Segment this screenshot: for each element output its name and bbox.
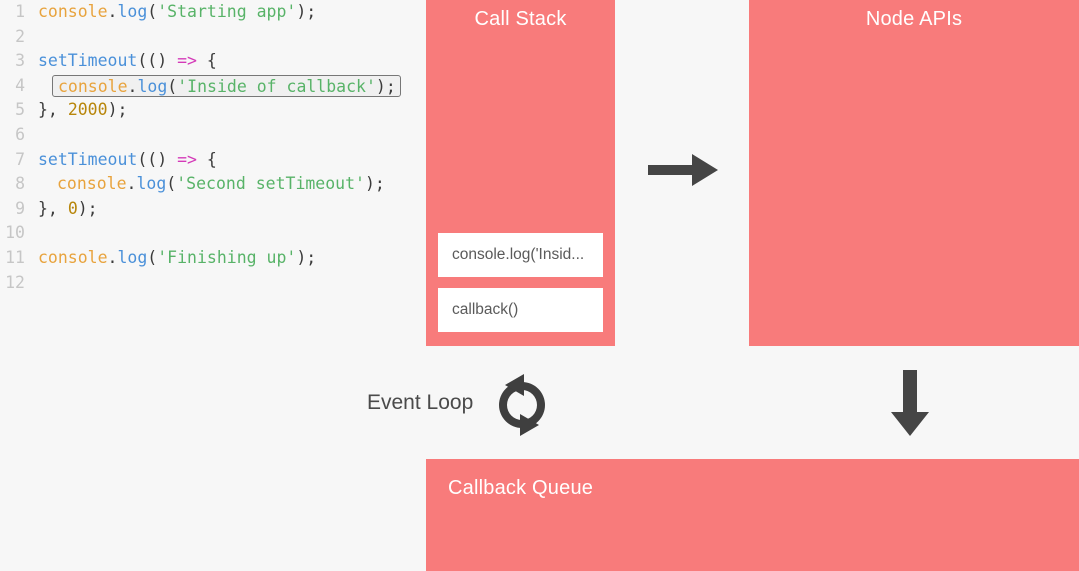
code-token: );	[296, 2, 317, 21]
code-line[interactable]: 7 setTimeout(() => {	[0, 148, 426, 173]
line-number: 10	[5, 223, 25, 243]
code-token: );	[364, 174, 385, 194]
code-token: setTimeout	[38, 51, 138, 71]
highlighted-code-line: console.log('Inside of callback');	[52, 74, 401, 97]
node-apis-title: Node APIs	[865, 8, 963, 30]
code-line[interactable]: 10	[0, 221, 426, 246]
code-line[interactable]: 4 console.log('Inside of callback');	[0, 74, 426, 99]
code-token: 0	[67, 198, 78, 218]
code-line-text: console.log('Starting app');	[38, 0, 316, 25]
code-token: );	[296, 247, 317, 267]
code-line[interactable]: 5}, 2000);	[0, 98, 426, 123]
arrow-right-icon	[648, 154, 718, 186]
code-token: );	[77, 198, 98, 218]
line-number: 3	[15, 51, 25, 71]
code-line[interactable]: 1 console.log('Starting app');	[0, 0, 426, 25]
line-number: 9	[15, 198, 25, 218]
callback-queue-panel: Callback Queue	[426, 459, 1079, 571]
code-token: .	[126, 174, 137, 194]
line-number: 8	[15, 174, 25, 194]
code-token: },	[38, 100, 68, 120]
line-number: 5	[15, 100, 25, 120]
code-token: console	[38, 247, 108, 267]
code-token: {	[196, 149, 217, 169]
code-token: .	[107, 2, 118, 21]
code-token: (()	[137, 149, 178, 169]
line-number: 12	[5, 272, 25, 292]
code-token: );	[375, 76, 396, 96]
code-line[interactable]: 3 setTimeout(() => {	[0, 49, 426, 74]
code-token: 'Finishing up'	[157, 247, 297, 267]
code-token: console	[38, 2, 108, 21]
call-stack-frame: callback()	[438, 288, 603, 332]
node-apis-panel: Node APIs	[749, 0, 1079, 346]
code-line[interactable]: 8 console.log('Second setTimeout');	[0, 172, 426, 197]
code-line[interactable]: 11 console.log('Finishing up');	[0, 246, 426, 271]
code-line[interactable]: 2	[0, 25, 426, 50]
code-token: =>	[177, 149, 197, 169]
call-stack-title: Call Stack	[474, 8, 567, 30]
code-token: setTimeout	[38, 149, 138, 169]
code-line[interactable]: 6	[0, 123, 426, 148]
code-token: );	[107, 100, 128, 120]
line-number: 2	[15, 26, 25, 46]
code-line-text: }, 2000);	[38, 98, 127, 123]
code-line-text: setTimeout(() => {	[38, 49, 217, 74]
code-token: (	[166, 174, 177, 194]
code-token: (	[167, 76, 178, 96]
code-line-text: console.log('Finishing up');	[38, 246, 316, 271]
arrow-down-icon	[891, 370, 929, 436]
code-token: 2000	[67, 100, 108, 120]
code-token: .	[107, 247, 118, 267]
code-token: 'Inside of callback'	[177, 76, 376, 96]
code-token: .	[127, 76, 138, 96]
code-line-text: setTimeout(() => {	[38, 148, 217, 173]
loop-refresh-icon	[499, 374, 545, 436]
code-token: (	[147, 2, 158, 21]
code-line-text: console.log('Second setTimeout');	[57, 172, 385, 197]
code-line-text: }, 0);	[38, 197, 98, 222]
line-number: 1	[15, 2, 25, 21]
call-stack-frame: console.log('Insid...	[438, 233, 603, 277]
code-token: 'Starting app'	[157, 2, 297, 21]
code-line[interactable]: 9}, 0);	[0, 197, 426, 222]
code-token: (()	[137, 51, 178, 71]
code-token: log	[136, 174, 167, 194]
line-number: 6	[15, 124, 25, 144]
code-token: 'Second setTimeout'	[176, 174, 365, 194]
line-number: 4	[15, 75, 25, 95]
code-token: =>	[177, 51, 197, 71]
code-token: (	[147, 247, 158, 267]
code-token: log	[137, 76, 168, 96]
line-number: 11	[5, 247, 25, 267]
code-token: log	[117, 2, 148, 21]
code-token: },	[38, 198, 68, 218]
code-line[interactable]: 12	[0, 271, 426, 296]
event-loop-label: Event Loop	[367, 391, 474, 414]
callback-queue-title: Callback Queue	[448, 477, 594, 499]
code-token: log	[117, 247, 148, 267]
call-stack-panel: Call Stack console.log('Insid... callbac…	[426, 0, 615, 346]
code-token: {	[196, 51, 217, 71]
code-token: console	[58, 76, 128, 96]
code-token: console	[57, 174, 127, 194]
line-number: 7	[15, 149, 25, 169]
